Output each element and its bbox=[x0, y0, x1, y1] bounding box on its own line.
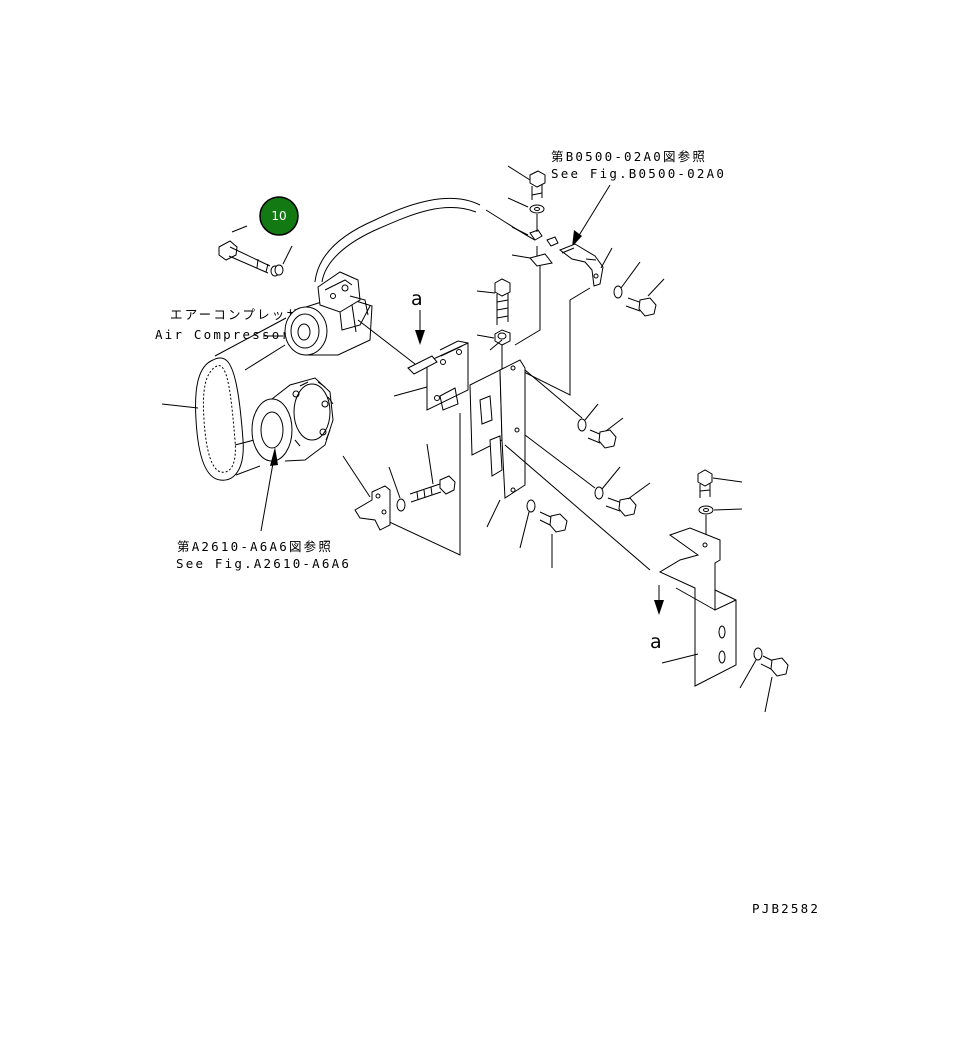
washer-right-top bbox=[613, 285, 623, 299]
hose bbox=[485, 209, 536, 241]
view-a-arrow-top bbox=[415, 310, 425, 345]
leader-line bbox=[231, 225, 248, 233]
compressor-label-jp: エアーコンプレッサ bbox=[170, 307, 301, 322]
leader-line bbox=[739, 659, 757, 689]
leader-line bbox=[511, 254, 531, 259]
view-a-arrow-bottom bbox=[654, 585, 664, 615]
pulley bbox=[251, 377, 334, 462]
leader-line bbox=[647, 278, 665, 297]
bolt-left bbox=[409, 475, 456, 503]
bolt-long-center bbox=[494, 278, 511, 325]
leader-line bbox=[476, 334, 495, 339]
v-belt bbox=[195, 357, 244, 481]
leader-line bbox=[605, 417, 624, 432]
callout-10[interactable]: 10 bbox=[259, 196, 299, 236]
arrowhead bbox=[572, 230, 582, 247]
leader-line bbox=[713, 508, 743, 511]
washer-left bbox=[396, 498, 406, 512]
leader-line bbox=[486, 499, 501, 528]
washer bbox=[274, 264, 284, 276]
leader-line bbox=[519, 511, 530, 549]
assembly-line bbox=[519, 287, 591, 396]
leader-line bbox=[507, 197, 529, 208]
leader-line bbox=[388, 466, 401, 499]
cover-plate-right bbox=[658, 527, 737, 687]
bolt-lower-center bbox=[539, 511, 568, 533]
view-marker-a-top: a bbox=[411, 288, 423, 310]
washer-right-mid bbox=[577, 418, 587, 432]
leader-line bbox=[764, 676, 773, 713]
ref-label-top-en: See Fig.B0500-02A0 bbox=[551, 166, 726, 181]
hose bbox=[321, 206, 477, 283]
assembly-line bbox=[514, 265, 541, 346]
leader-line bbox=[661, 653, 699, 664]
air-compressor bbox=[284, 271, 373, 356]
bolt-top bbox=[529, 170, 546, 200]
compressor-bolt bbox=[218, 240, 280, 277]
washer-top bbox=[529, 204, 545, 214]
bolt-right-lower bbox=[605, 497, 637, 517]
ref-label-top-jp: 第B0500-02A0図参照 bbox=[551, 149, 707, 164]
small-bracket-left bbox=[354, 485, 391, 531]
leader-line bbox=[584, 403, 599, 421]
bolt-plate-top bbox=[697, 469, 713, 498]
bolt-right-mid bbox=[587, 429, 617, 449]
bolt-line bbox=[357, 319, 416, 365]
leader-line bbox=[342, 455, 371, 498]
leader-line bbox=[627, 482, 651, 500]
belt-line bbox=[214, 317, 287, 371]
washer-right-lower bbox=[594, 486, 604, 500]
washer-plate-top bbox=[698, 505, 714, 515]
assembly-line bbox=[367, 413, 461, 556]
callout-circle bbox=[259, 196, 299, 236]
leader-line bbox=[476, 290, 496, 294]
nut-center bbox=[494, 329, 511, 346]
callout-number: 10 bbox=[271, 209, 286, 223]
compressor-bracket bbox=[407, 340, 469, 411]
ref-label-bottom-en: See Fig.A2610-A6A6 bbox=[176, 556, 351, 571]
bolt-plate-bottom bbox=[760, 655, 789, 677]
hose bbox=[314, 197, 481, 283]
leader-line bbox=[507, 165, 531, 181]
leader-line bbox=[511, 226, 529, 236]
leader-line bbox=[601, 466, 621, 490]
ref-label-bottom-jp: 第A2610-A6A6図参照 bbox=[177, 539, 333, 554]
clamp-top bbox=[529, 229, 559, 267]
washer-lower-center bbox=[526, 499, 536, 513]
arrowhead bbox=[270, 447, 278, 466]
ref-arrow-top bbox=[574, 184, 611, 243]
leader-line bbox=[620, 261, 641, 289]
leader-line bbox=[600, 247, 613, 269]
compressor-label-en: Air Compressor bbox=[155, 327, 291, 342]
leader-line bbox=[161, 403, 199, 409]
assembly-line bbox=[489, 339, 651, 571]
leader-line bbox=[426, 443, 434, 485]
drawing-code: PJB2582 bbox=[752, 901, 820, 916]
view-marker-a-bottom: a bbox=[650, 631, 662, 653]
bolt-right-top bbox=[625, 297, 657, 317]
mount-plate-center bbox=[469, 359, 526, 499]
leader-line bbox=[282, 245, 293, 265]
leader-line bbox=[393, 386, 428, 397]
hose-clip bbox=[558, 243, 604, 287]
leader-line bbox=[712, 477, 743, 483]
washer-plate-bottom bbox=[753, 647, 763, 661]
